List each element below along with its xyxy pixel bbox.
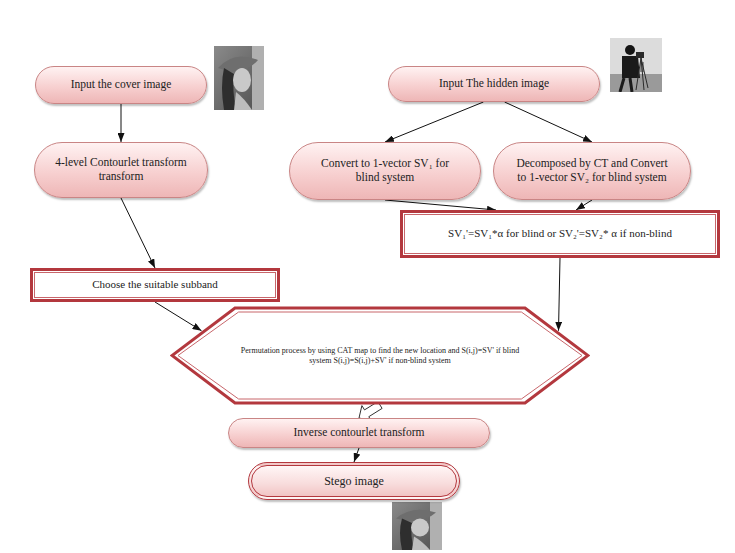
- process-box: Choose the suitable subband: [30, 268, 280, 302]
- hidden-image: [610, 38, 662, 92]
- cover-image-part: [252, 46, 264, 110]
- stego-image-part: [430, 502, 442, 550]
- node-text: Permutation process by using CAT map to …: [235, 346, 525, 365]
- process-box: Convert to 1-vector SV₁ for blind system: [289, 142, 481, 200]
- input-box: Input The hidden image: [388, 66, 600, 102]
- node-text: 4-level Contourlet transform transform: [55, 156, 187, 184]
- arrow-connector: [354, 448, 359, 462]
- process-hexagon: Permutation process by using CAT map to …: [170, 306, 590, 405]
- stego-image-part: [392, 502, 442, 550]
- hexagon-outline: [178, 312, 582, 399]
- hidden-image-part: [636, 58, 648, 90]
- hidden-image-part: [636, 52, 644, 58]
- process-box: Inverse contourlet transform: [228, 418, 490, 448]
- node-text: Decomposed by CT and Convert to 1-vector…: [514, 157, 670, 185]
- node-text: Choose the suitable subband: [92, 278, 218, 291]
- hidden-image-part: [625, 45, 635, 55]
- arrow-connector: [385, 200, 496, 210]
- node-text: Stego image: [324, 474, 384, 488]
- process-box: Decomposed by CT and Convert to 1-vector…: [493, 142, 691, 200]
- cover-image-part: [214, 46, 264, 110]
- node-text: Inverse contourlet transform: [294, 426, 425, 440]
- process-box: 4-level Contourlet transform transform: [34, 142, 208, 198]
- node-text: Input the cover image: [71, 78, 172, 92]
- cover-image-part: [222, 68, 236, 110]
- arrow-connector: [576, 200, 592, 210]
- arrow-connector: [385, 102, 483, 142]
- node-text: Convert to 1-vector SV₁ for blind system: [310, 157, 460, 185]
- arrow-connector: [559, 258, 561, 331]
- hidden-image-part: [622, 56, 640, 78]
- stego-image-part: [411, 519, 429, 537]
- cover-image-part: [234, 92, 252, 110]
- stego-image-part: [412, 537, 430, 551]
- stego-image: [392, 502, 442, 550]
- node-text: SV₁'=SV₁*α for blind or SV₂'=SV₂* α if n…: [448, 227, 672, 240]
- hidden-image-part: [620, 78, 632, 92]
- stego-image-part: [400, 519, 414, 551]
- output-box: Stego image: [248, 462, 460, 500]
- cover-image: [214, 46, 264, 110]
- formula-box: SV₁'=SV₁*α for blind or SV₂'=SV₂* α if n…: [400, 210, 720, 258]
- cover-image-part: [233, 68, 251, 92]
- arrow-connector: [121, 104, 122, 142]
- input-box: Input the cover image: [35, 66, 207, 104]
- arrow-connector: [121, 198, 155, 268]
- node-text: Input The hidden image: [439, 77, 549, 91]
- arrow-connector: [155, 302, 202, 331]
- hexagon-outline: [172, 308, 588, 403]
- arrow-connector: [505, 102, 592, 142]
